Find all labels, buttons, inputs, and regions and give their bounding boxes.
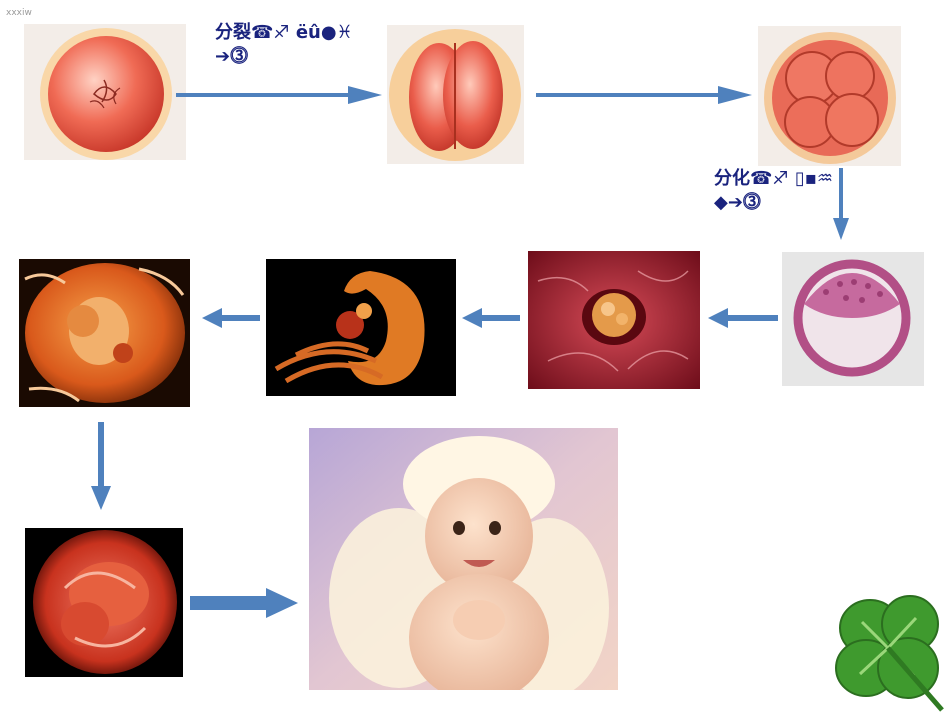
watermark: xxxiw: [6, 8, 32, 18]
fetus-in-sac-image: [19, 259, 190, 407]
implantation-image: [528, 251, 700, 389]
four-leaf-clover-icon: [826, 588, 950, 713]
arrow-right-icon: [176, 84, 386, 106]
arrow-left-icon: [202, 308, 260, 328]
zygote-image: [24, 24, 186, 160]
blastocyst-image: [782, 252, 924, 386]
arrow-right-icon: [536, 84, 756, 106]
arrow-down-icon: [830, 168, 852, 242]
four-cell-stage-image: [758, 26, 901, 166]
late-fetus-image: [25, 528, 183, 677]
baby-image: [309, 428, 618, 690]
arrow-right-icon: [190, 588, 300, 618]
differentiation-label-line-1: 分化☎♐ ▯▪♒: [714, 168, 834, 189]
arrow-left-icon: [708, 308, 778, 328]
embryo-image: [266, 259, 456, 396]
arrow-down-icon: [90, 422, 112, 512]
two-cell-stage-image: [387, 25, 524, 164]
division-label-line-2: ➔⓷: [215, 46, 249, 67]
differentiation-label-line-2: ◆➔⓷: [714, 192, 761, 213]
division-label-line-1: 分裂☎♐ ëû●♓: [215, 22, 353, 43]
arrow-left-icon: [462, 308, 520, 328]
